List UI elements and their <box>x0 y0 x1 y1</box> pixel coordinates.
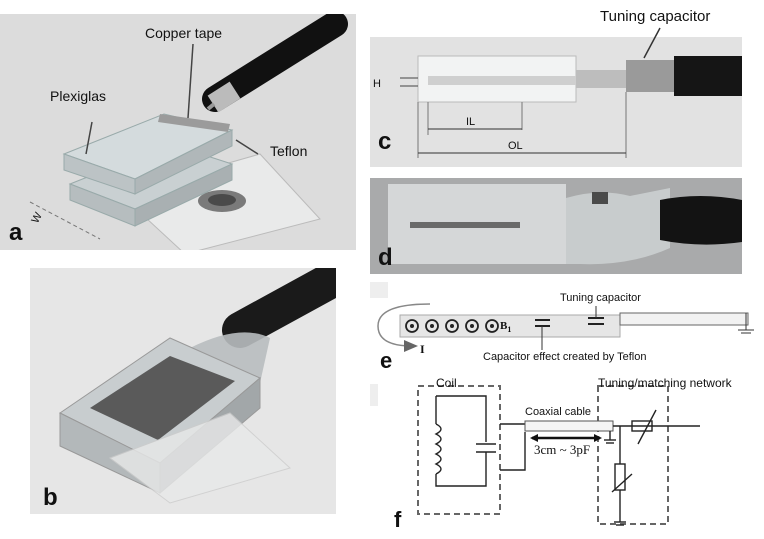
coil-circuit <box>434 395 526 487</box>
panel-b-photo <box>30 268 336 514</box>
label-il: IL <box>466 116 476 128</box>
panel-f-circuit <box>370 384 700 526</box>
copper-tape-strip <box>158 114 230 132</box>
slide <box>108 412 291 504</box>
cable <box>674 56 742 96</box>
copper-face <box>90 356 235 440</box>
coax-cable-shape <box>524 420 614 432</box>
panel-letter-d: d <box>378 244 393 271</box>
panel-b: b <box>30 268 336 514</box>
panel-d-photo <box>370 178 742 274</box>
label-tuning-capacitor-c: Tuning capacitor <box>600 8 711 25</box>
label-network: Tuning/matching network <box>598 376 732 390</box>
panel-c: Tuning capacitor H IL OL c <box>370 0 742 168</box>
network-box <box>597 385 669 525</box>
copper-strip <box>576 70 626 88</box>
label-b1-main: B <box>500 320 508 332</box>
copper-strip <box>410 222 520 228</box>
label-tuning-capacitor-e: Tuning capacitor <box>560 292 641 304</box>
panel-letter-c: c <box>378 128 392 155</box>
coil-box <box>417 385 501 515</box>
panel-d: d <box>370 178 742 274</box>
label-copper-tape: Copper tape <box>145 25 223 41</box>
field-symbols <box>405 319 499 333</box>
panel-c-render <box>370 27 742 167</box>
label-capacitor-effect: Capacitor effect created by Teflon <box>483 351 647 363</box>
panel-a: Copper tape Plexiglas Teflon W a <box>0 14 356 250</box>
label-h: H <box>373 78 381 90</box>
coax-line <box>619 312 749 326</box>
panel-letter-a: a <box>9 219 23 246</box>
label-ol: OL <box>508 140 523 152</box>
label-coil: Coil <box>436 376 457 390</box>
panel-f: Coil Tuning/matching network Coaxial cab… <box>370 374 760 534</box>
tuning-capacitor-shape <box>626 60 674 92</box>
gel <box>566 188 670 265</box>
label-current: I <box>420 342 425 356</box>
label-plexiglas: Plexiglas <box>50 88 107 104</box>
panel-letter-e: e <box>380 348 393 373</box>
label-b1: B1 <box>500 320 511 334</box>
coax-cable <box>202 14 348 113</box>
label-coax: Coaxial cable <box>525 406 592 418</box>
label-b1-sub: 1 <box>507 325 512 335</box>
panel-letter-b: b <box>43 484 58 511</box>
panel-letter-f: f <box>394 507 402 532</box>
label-teflon: Teflon <box>270 143 308 159</box>
panel-e-schematic <box>370 282 754 352</box>
cable <box>660 196 742 245</box>
label-coax-spec: 3cm ~ 3pF <box>534 442 591 457</box>
cable <box>222 268 336 348</box>
panel-a-illustration <box>29 14 348 250</box>
current-arrow <box>377 303 431 347</box>
panel-e: Tuning capacitor B1 Capacitor effect cre… <box>370 282 760 374</box>
